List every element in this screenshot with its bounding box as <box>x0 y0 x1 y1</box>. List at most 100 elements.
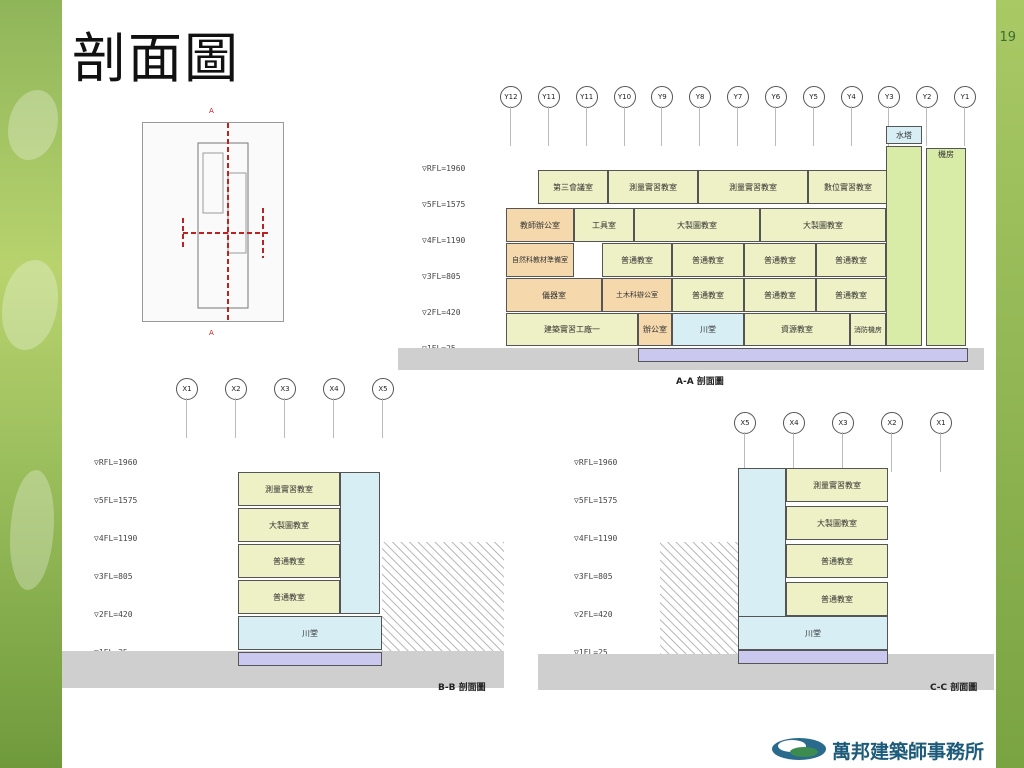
retaining-hatch <box>382 542 504 651</box>
axis-line <box>850 106 852 146</box>
room-5c: 測量實習教室 <box>698 170 808 204</box>
room-4c: 大製圖教室 <box>634 208 760 242</box>
axis-line <box>547 106 549 146</box>
axis-tag: X3 <box>832 412 854 434</box>
firm-name: 萬邦建築師事務所 <box>832 741 985 763</box>
axis-tag: Y8 <box>689 86 712 108</box>
axis-tag: Y12 <box>500 86 522 108</box>
level-label: ▽3FL=805 <box>422 272 461 281</box>
right-decorative-bar <box>996 0 1024 768</box>
axis-tag: Y11 <box>537 86 560 108</box>
axis-line <box>585 106 587 146</box>
level-label: ▽2FL=420 <box>94 610 133 619</box>
level-label: ▽4FL=1190 <box>574 534 618 543</box>
room-3a: 自然科教材準備室 <box>506 243 574 277</box>
room-4a: 教師辦公室 <box>506 208 574 242</box>
section-aa: Y12 Y11 Y11 Y10 Y9 Y8 Y7 Y6 Y5 Y4 Y3 Y2 Y1 ▽RFL=1960… <box>398 86 984 370</box>
axis-tag: Y5 <box>802 86 825 108</box>
cc-basement <box>738 650 888 664</box>
plan-marker-top: A <box>209 107 214 115</box>
leaf-shape <box>8 90 58 160</box>
axis-tag: Y9 <box>651 86 674 108</box>
axis-tag: X2 <box>225 378 247 400</box>
leaf-shape <box>2 260 58 350</box>
axis-tag: X4 <box>323 378 345 400</box>
level-label: ▽5FL=1575 <box>422 200 466 209</box>
cc-room-5: 川堂 <box>738 616 888 650</box>
axis-line <box>812 106 814 146</box>
room-5a: 第三會議室 <box>538 170 608 204</box>
room-4b: 工具室 <box>574 208 634 242</box>
axis-tag: X5 <box>372 378 394 400</box>
room-3d: 普通教室 <box>744 243 816 277</box>
caption-cc: C-C 剖面圖 <box>930 683 978 693</box>
level-label: ▽1FL=25 <box>574 648 608 657</box>
axis-line <box>186 398 187 438</box>
axis-tag: Y2 <box>916 86 939 108</box>
axis-tag: Y11 <box>575 86 598 108</box>
room-4d: 大製圖教室 <box>760 208 886 242</box>
axis-tag: Y7 <box>727 86 749 108</box>
axis-line <box>699 106 701 146</box>
room-3b: 普通教室 <box>602 243 672 277</box>
room-1d: 資源教室 <box>744 313 850 346</box>
level-label: ▽3FL=805 <box>94 572 133 581</box>
level-label: ▽2FL=420 <box>574 610 613 619</box>
room-1a: 建築實習工廠一 <box>506 313 638 346</box>
axis-line <box>793 432 794 472</box>
level-label: ▽4FL=1190 <box>94 534 138 543</box>
level-label: ▽RFL=1960 <box>422 164 466 173</box>
bb-basement <box>238 652 382 666</box>
axis-line <box>774 106 776 146</box>
room-2a: 儀器室 <box>506 278 602 312</box>
axis-tag: Y3 <box>878 86 901 108</box>
room-2d: 普通教室 <box>744 278 816 312</box>
room-2e: 普通教室 <box>816 278 886 312</box>
axis-tag: X1 <box>930 412 952 434</box>
axis-line <box>940 432 941 472</box>
page-number: 19 <box>999 30 1016 45</box>
basement <box>638 348 968 362</box>
plan-marker-bottom: A <box>209 329 214 337</box>
level-label: ▽3FL=805 <box>574 572 613 581</box>
axis-tag: Y4 <box>840 86 863 108</box>
room-3e: 普通教室 <box>816 243 886 277</box>
axis-line <box>737 106 738 146</box>
axis-line <box>926 106 928 146</box>
room-1e: 消防機房 <box>850 313 886 346</box>
cc-room-3: 普通教室 <box>786 544 888 578</box>
cc-room-4: 普通教室 <box>786 582 888 616</box>
axis-line <box>891 432 892 472</box>
axis-tag: X5 <box>734 412 756 434</box>
slide-title: 剖面圖 <box>72 27 240 90</box>
axis-line <box>661 106 663 146</box>
retaining-hatch <box>660 542 738 654</box>
axis-line <box>510 106 511 146</box>
axis-line <box>333 398 334 438</box>
room-5d: 數位實習教室 <box>808 170 888 204</box>
axis-line <box>382 398 383 438</box>
axis-line <box>744 432 745 472</box>
leaf-shape <box>10 470 54 590</box>
level-label: ▽RFL=1960 <box>94 458 138 467</box>
cc-room-2: 大製圖教室 <box>786 506 888 540</box>
caption-aa: A-A 剖面圖 <box>676 377 724 387</box>
level-label: ▽4FL=1190 <box>422 236 466 245</box>
level-label: ▽5FL=1575 <box>574 496 618 505</box>
axis-line <box>623 106 625 146</box>
bb-room-5: 川堂 <box>238 616 382 650</box>
level-label: ▽2FL=420 <box>422 308 461 317</box>
room-1b: 辦公室 <box>638 313 672 346</box>
axis-tag: Y10 <box>613 86 636 108</box>
bb-room-3: 普通教室 <box>238 544 340 578</box>
axis-tag: Y1 <box>954 86 976 108</box>
left-decorative-bar <box>0 0 62 768</box>
firm-logo-icon <box>772 738 826 760</box>
axis-tag: X1 <box>176 378 198 400</box>
axis-line <box>235 398 236 438</box>
room-1c: 川堂 <box>672 313 744 346</box>
axis-tag: X2 <box>881 412 903 434</box>
axis-tag: Y6 <box>764 86 787 108</box>
